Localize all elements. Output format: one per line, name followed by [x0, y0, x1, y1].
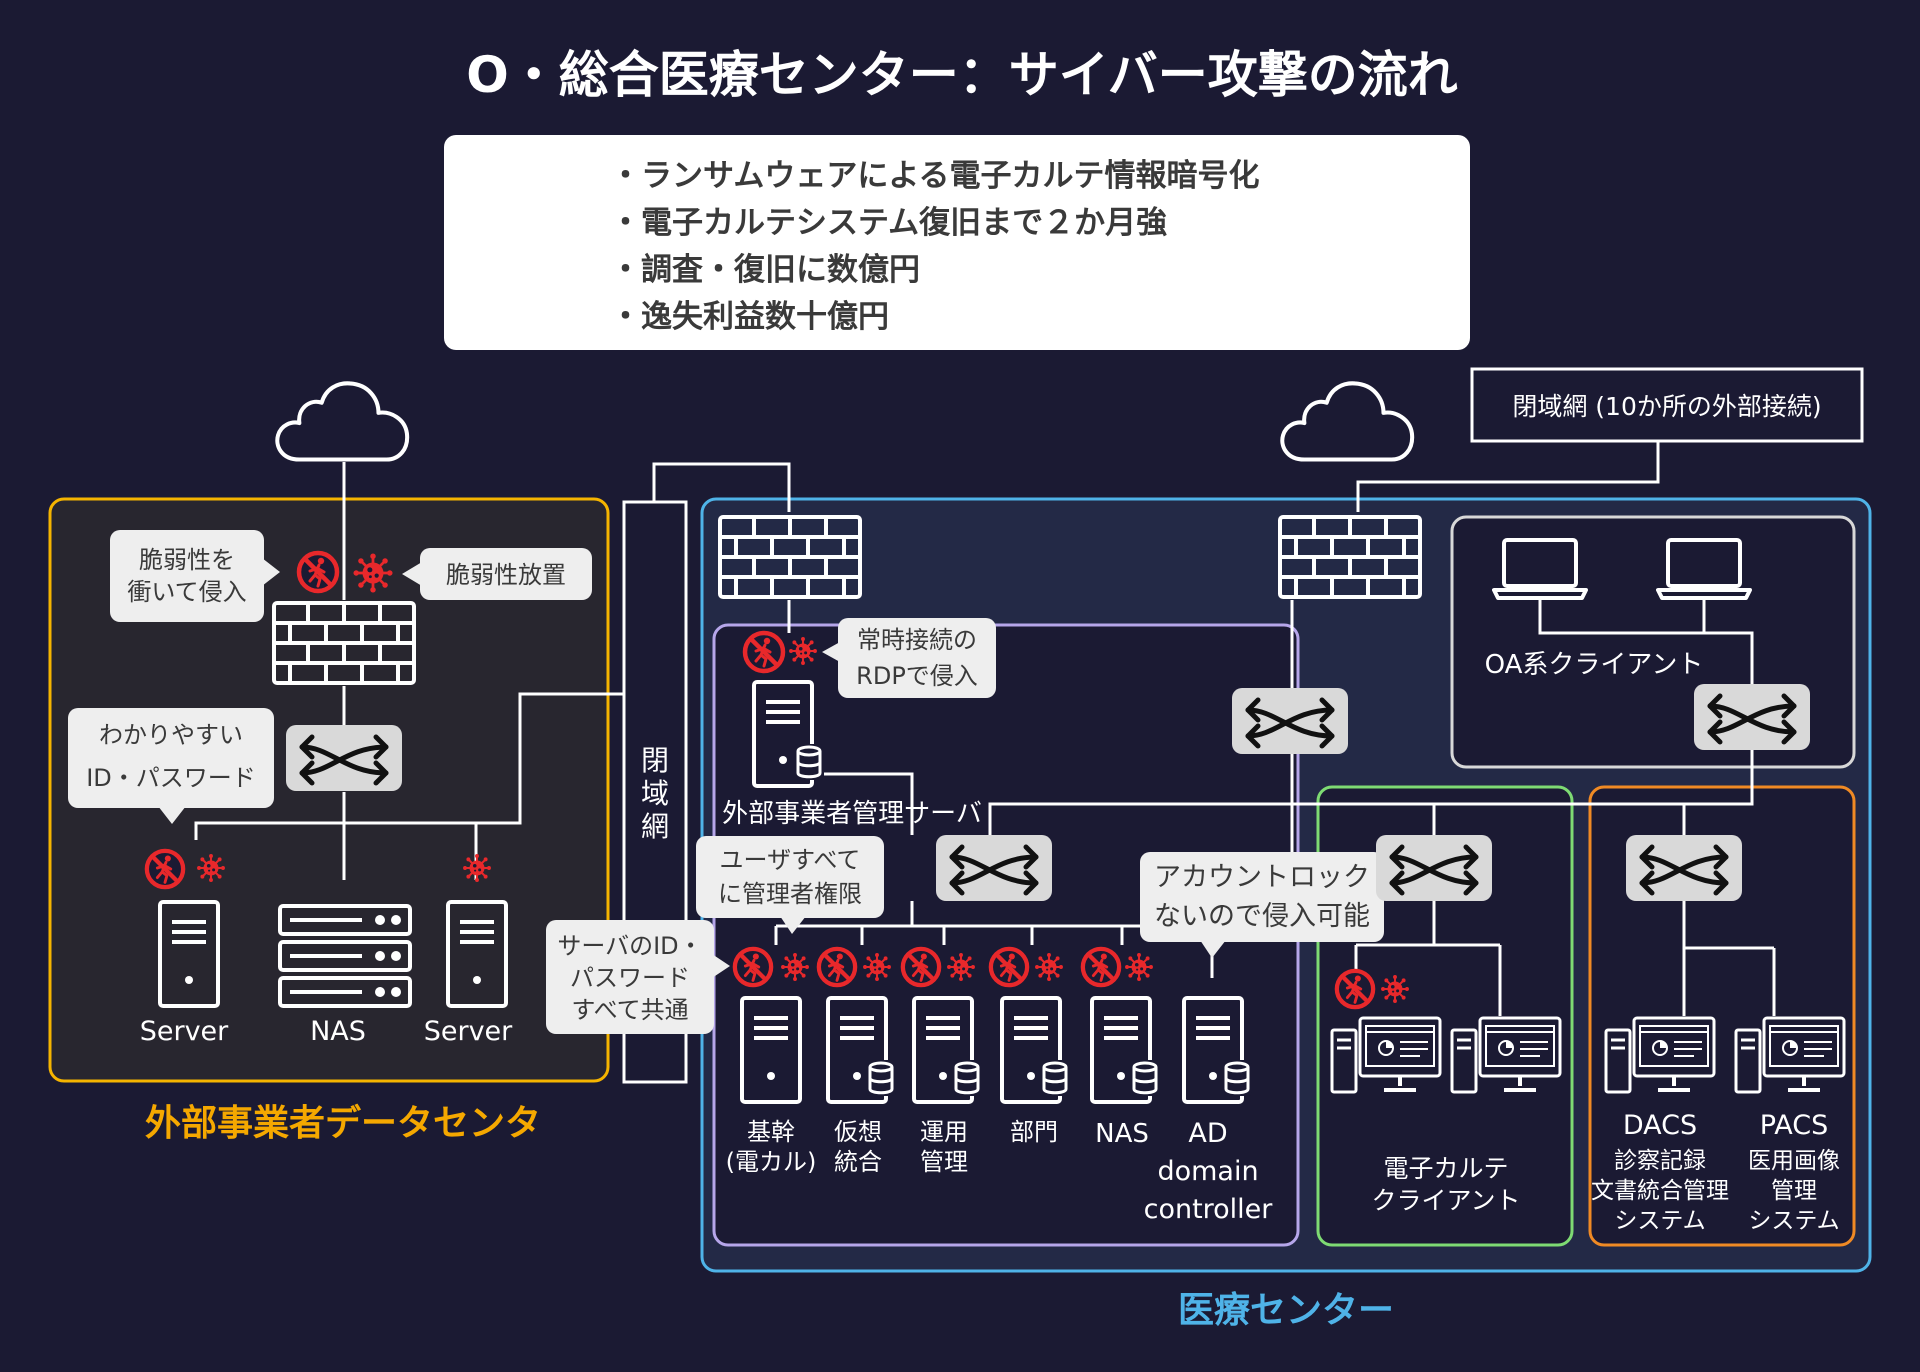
svg-text:RDPで侵入: RDPで侵入	[856, 662, 978, 690]
svg-text:AD: AD	[1188, 1118, 1227, 1149]
dacs-desc-2: 文書統合管理	[1591, 1178, 1729, 1204]
summary-line-3: ・調査・復旧に数億円	[610, 252, 920, 288]
ehr-label-1: 電子カルテ	[1383, 1154, 1508, 1183]
pacs-desc-1: 医用画像	[1748, 1148, 1840, 1174]
svg-text:アカウントロック: アカウントロック	[1154, 862, 1370, 893]
server-ad-db-icon	[1222, 1060, 1252, 1096]
callout-shared-id: サーバのID・ パスワード すべて共通	[546, 920, 730, 1034]
dc-server1-intrusion-icon	[147, 851, 183, 887]
dc-switch-icon	[286, 725, 402, 791]
server-kikan-intrusion-icon	[735, 949, 771, 985]
server-dept-intrusion-icon	[991, 949, 1027, 985]
mc-cloud-icon	[1282, 383, 1412, 459]
server-ops-intrusion-icon	[903, 949, 939, 985]
svg-text:NAS: NAS	[1095, 1119, 1149, 1149]
server-ops-virus-icon	[946, 952, 976, 982]
dc-server2-virus-icon	[462, 853, 492, 883]
dc-server1-virus-icon	[196, 853, 226, 883]
page-title: O・総合医療センター：サイバー攻撃の流れ	[466, 46, 1458, 104]
server-dept-db-icon	[1040, 1060, 1070, 1096]
closed-network-box	[1470, 367, 1864, 443]
svg-text:controller: controller	[1144, 1194, 1274, 1225]
server-dept-virus-icon	[1034, 952, 1064, 982]
dc-intrusion-icon	[299, 553, 337, 591]
pacs-label: PACS	[1760, 1110, 1829, 1141]
dacs-desc-3: システム	[1614, 1208, 1705, 1234]
mgmt-intrusion-icon	[745, 633, 783, 671]
ehr-label-2: クライアント	[1371, 1186, 1520, 1215]
svg-text:に管理者権限: に管理者権限	[718, 880, 862, 908]
dacs-label: DACS	[1623, 1110, 1697, 1141]
server-ops-db-icon	[952, 1060, 982, 1096]
server-virtual-intrusion-icon	[819, 949, 855, 985]
dacs-desc-1: 診察記録	[1614, 1148, 1706, 1174]
svg-text:運用: 運用	[920, 1118, 968, 1146]
dc-virus-icon	[352, 552, 394, 594]
svg-text:(電カル): (電カル)	[726, 1148, 817, 1176]
mgmt-virus-icon	[788, 636, 818, 666]
svg-text:ID・パスワード: ID・パスワード	[86, 764, 256, 792]
svg-text:サーバのID・: サーバのID・	[557, 932, 702, 960]
medical-center-label: 医療センター	[1178, 1290, 1394, 1331]
closed-network-char-1: 閉	[641, 744, 669, 777]
closed-network-box-label: 閉域網 (10か所の外部接続)	[1512, 392, 1821, 421]
svg-text:ユーザすべて: ユーザすべて	[720, 846, 861, 874]
pacs-desc-3: システム	[1748, 1208, 1839, 1234]
callout-easy-password: わかりやすい ID・パスワード	[68, 708, 274, 824]
callout-exploit: 脆弱性を 衝いて侵入	[110, 530, 280, 622]
svg-text:部門: 部門	[1010, 1118, 1058, 1146]
imaging-zone	[1588, 785, 1856, 1247]
callout-rdp: 常時接続の RDPで侵入	[822, 618, 996, 698]
closed-network-char-2: 域	[641, 777, 669, 810]
server-virtual-db-icon	[866, 1060, 896, 1096]
callout-no-lockout: アカウントロック ないので侵入可能	[1140, 852, 1384, 958]
mc-switch-servers-icon	[936, 835, 1052, 901]
callout-neglected: 脆弱性放置	[402, 548, 592, 600]
svg-text:わかりやすい: わかりやすい	[99, 721, 243, 749]
server-virtual-virus-icon	[862, 952, 892, 982]
mgmt-server-label: 外部事業者管理サーバ	[722, 799, 982, 829]
img-switch-icon	[1626, 835, 1742, 901]
ehr-virus-icon	[1380, 974, 1410, 1004]
svg-text:domain: domain	[1157, 1156, 1258, 1187]
dc-nas-label: NAS	[310, 1016, 366, 1047]
server-nas-virus-icon	[1124, 952, 1154, 982]
svg-text:管理: 管理	[920, 1148, 968, 1176]
connection-lines	[194, 441, 1776, 1016]
summary-line-4: ・逸失利益数十億円	[610, 299, 889, 335]
svg-text:常時接続の: 常時接続の	[857, 626, 977, 654]
svg-text:すべて共通: すべて共通	[571, 996, 688, 1024]
svg-text:基幹: 基幹	[747, 1118, 795, 1146]
server-row: 基幹 (電カル) 仮想 統合 運用 管理 部門 NAS AD domain co…	[726, 949, 1274, 1225]
mc-switch-center-icon	[1232, 688, 1348, 754]
svg-text:統合: 統合	[834, 1148, 882, 1176]
svg-text:パスワード: パスワード	[570, 964, 690, 992]
summary-line-2: ・電子カルテシステム復旧まで２か月強	[610, 205, 1167, 241]
closed-network-char-3: 網	[641, 810, 669, 843]
callout-admin-rights: ユーザすべて に管理者権限	[696, 836, 884, 934]
svg-text:ないので侵入可能: ないので侵入可能	[1154, 901, 1370, 932]
server-nas-intrusion-icon	[1083, 949, 1119, 985]
summary-box: ・ランサムウェアによる電子カルテ情報暗号化 ・電子カルテシステム復旧まで２か月強…	[444, 135, 1470, 350]
summary-line-1: ・ランサムウェアによる電子カルテ情報暗号化	[610, 158, 1259, 194]
oa-clients-label: OA系クライアント	[1485, 650, 1704, 680]
dc-server1-label: Server	[140, 1016, 229, 1047]
svg-text:脆弱性を: 脆弱性を	[139, 546, 235, 574]
svg-text:仮想: 仮想	[834, 1118, 882, 1146]
server-nas-db-icon	[1130, 1060, 1160, 1096]
ehr-switch-icon	[1376, 835, 1492, 901]
oa-switch-icon	[1694, 684, 1810, 750]
svg-text:衝いて侵入: 衝いて侵入	[127, 578, 246, 606]
svg-text:脆弱性放置: 脆弱性放置	[446, 561, 566, 589]
server-kikan-virus-icon	[780, 952, 810, 982]
ehr-intrusion-icon	[1337, 971, 1373, 1007]
mgmt-db-icon	[794, 744, 824, 780]
dc-server2-label: Server	[424, 1016, 513, 1047]
pacs-desc-2: 管理	[1771, 1178, 1817, 1204]
external-cloud-icon	[277, 383, 407, 459]
external-dc-label: 外部事業者データセンタ	[145, 1102, 541, 1144]
